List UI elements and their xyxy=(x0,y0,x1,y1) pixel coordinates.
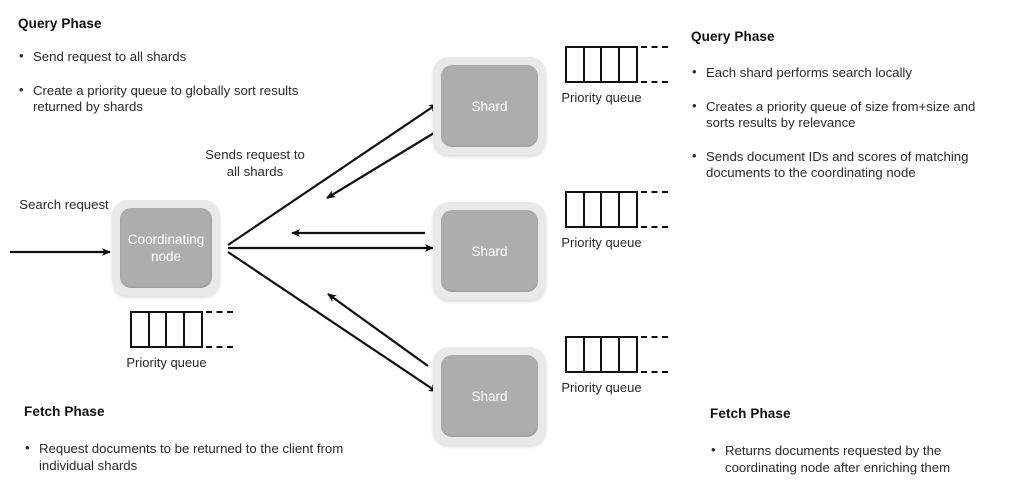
queue-cell-divider xyxy=(582,48,585,81)
left-query-phase-bullets: Send request to all shards Create a prio… xyxy=(18,48,303,116)
queue-dash-bottom xyxy=(641,81,668,83)
list-item: Returns documents requested by the coord… xyxy=(710,442,1000,476)
left-query-phase-title: Query Phase xyxy=(18,16,102,31)
shard-node-1[interactable]: Shard xyxy=(433,57,546,155)
right-fetch-phase-bullets: Returns documents requested by the coord… xyxy=(710,442,1000,476)
queue-cell-divider xyxy=(600,338,602,371)
queue-cell-divider xyxy=(582,193,585,226)
queue-cell-divider xyxy=(600,193,602,226)
coordinating-node[interactable]: Coordinating node xyxy=(112,200,220,296)
priority-queue-1-box xyxy=(565,46,638,83)
priority-queue-1-label: Priority queue xyxy=(561,90,642,105)
shard-node-2-label: Shard xyxy=(441,210,538,292)
shard-node-3[interactable]: Shard xyxy=(433,347,546,445)
queue-dash-top xyxy=(206,311,233,313)
priority-queue-3-box xyxy=(565,336,638,373)
left-fetch-phase-panel: Fetch Phase Request documents to be retu… xyxy=(24,404,354,474)
shard-node-2[interactable]: Shard xyxy=(433,202,546,300)
queue-dash-top xyxy=(641,191,668,193)
right-query-phase-title: Query Phase xyxy=(691,29,775,44)
right-query-phase-panel: Query Phase Each shard performs search l… xyxy=(691,29,997,182)
left-fetch-phase-title: Fetch Phase xyxy=(24,404,105,419)
arrow-from-shard-3 xyxy=(327,293,429,367)
right-fetch-phase-title: Fetch Phase xyxy=(710,406,791,421)
shard-node-1-label: Shard xyxy=(441,65,538,147)
queue-dash-top xyxy=(641,336,668,338)
left-fetch-phase-bullets: Request documents to be returned to the … xyxy=(24,440,354,474)
queue-dash-bottom xyxy=(206,346,233,348)
priority-queue-2-box xyxy=(565,191,638,228)
queue-cell-divider xyxy=(600,48,602,81)
queue-cell-divider xyxy=(617,338,620,371)
list-item: Send request to all shards xyxy=(18,48,303,66)
queue-cell-divider xyxy=(165,313,167,346)
queue-cell-divider xyxy=(147,313,150,346)
coordinating-node-label: Coordinating node xyxy=(120,208,212,288)
list-item: Create a priority queue to globally sort… xyxy=(18,82,303,116)
priority-queue-2-label: Priority queue xyxy=(561,235,642,250)
priority-queue-3-label: Priority queue xyxy=(561,380,642,395)
right-query-phase-bullets: Each shard performs search locally Creat… xyxy=(691,64,997,182)
queue-cell-divider xyxy=(182,313,185,346)
priority-queue-coordinating-box xyxy=(130,311,203,348)
left-query-phase-panel: Query Phase Send request to all shards C… xyxy=(18,16,303,116)
list-item: Request documents to be returned to the … xyxy=(24,440,354,474)
queue-dash-bottom xyxy=(641,226,668,228)
shard-node-3-label: Shard xyxy=(441,355,538,437)
list-item: Sends document IDs and scores of matchin… xyxy=(691,148,997,182)
queue-cell-divider xyxy=(617,193,620,226)
right-fetch-phase-panel: Fetch Phase Returns documents requested … xyxy=(710,406,1000,476)
sends-request-label: Sends request to all shards xyxy=(205,147,305,179)
search-request-label: Search request xyxy=(19,197,109,212)
queue-cell-divider xyxy=(617,48,620,81)
queue-dash-top xyxy=(641,46,668,48)
list-item: Each shard performs search locally xyxy=(691,64,997,82)
queue-dash-bottom xyxy=(641,371,668,373)
queue-cell-divider xyxy=(582,338,585,371)
arrow-to-shard-3 xyxy=(227,251,438,393)
arrow-from-shard-1 xyxy=(326,132,435,199)
priority-queue-coordinating-label: Priority queue xyxy=(126,355,207,370)
list-item: Creates a priority queue of size from+si… xyxy=(691,98,997,132)
